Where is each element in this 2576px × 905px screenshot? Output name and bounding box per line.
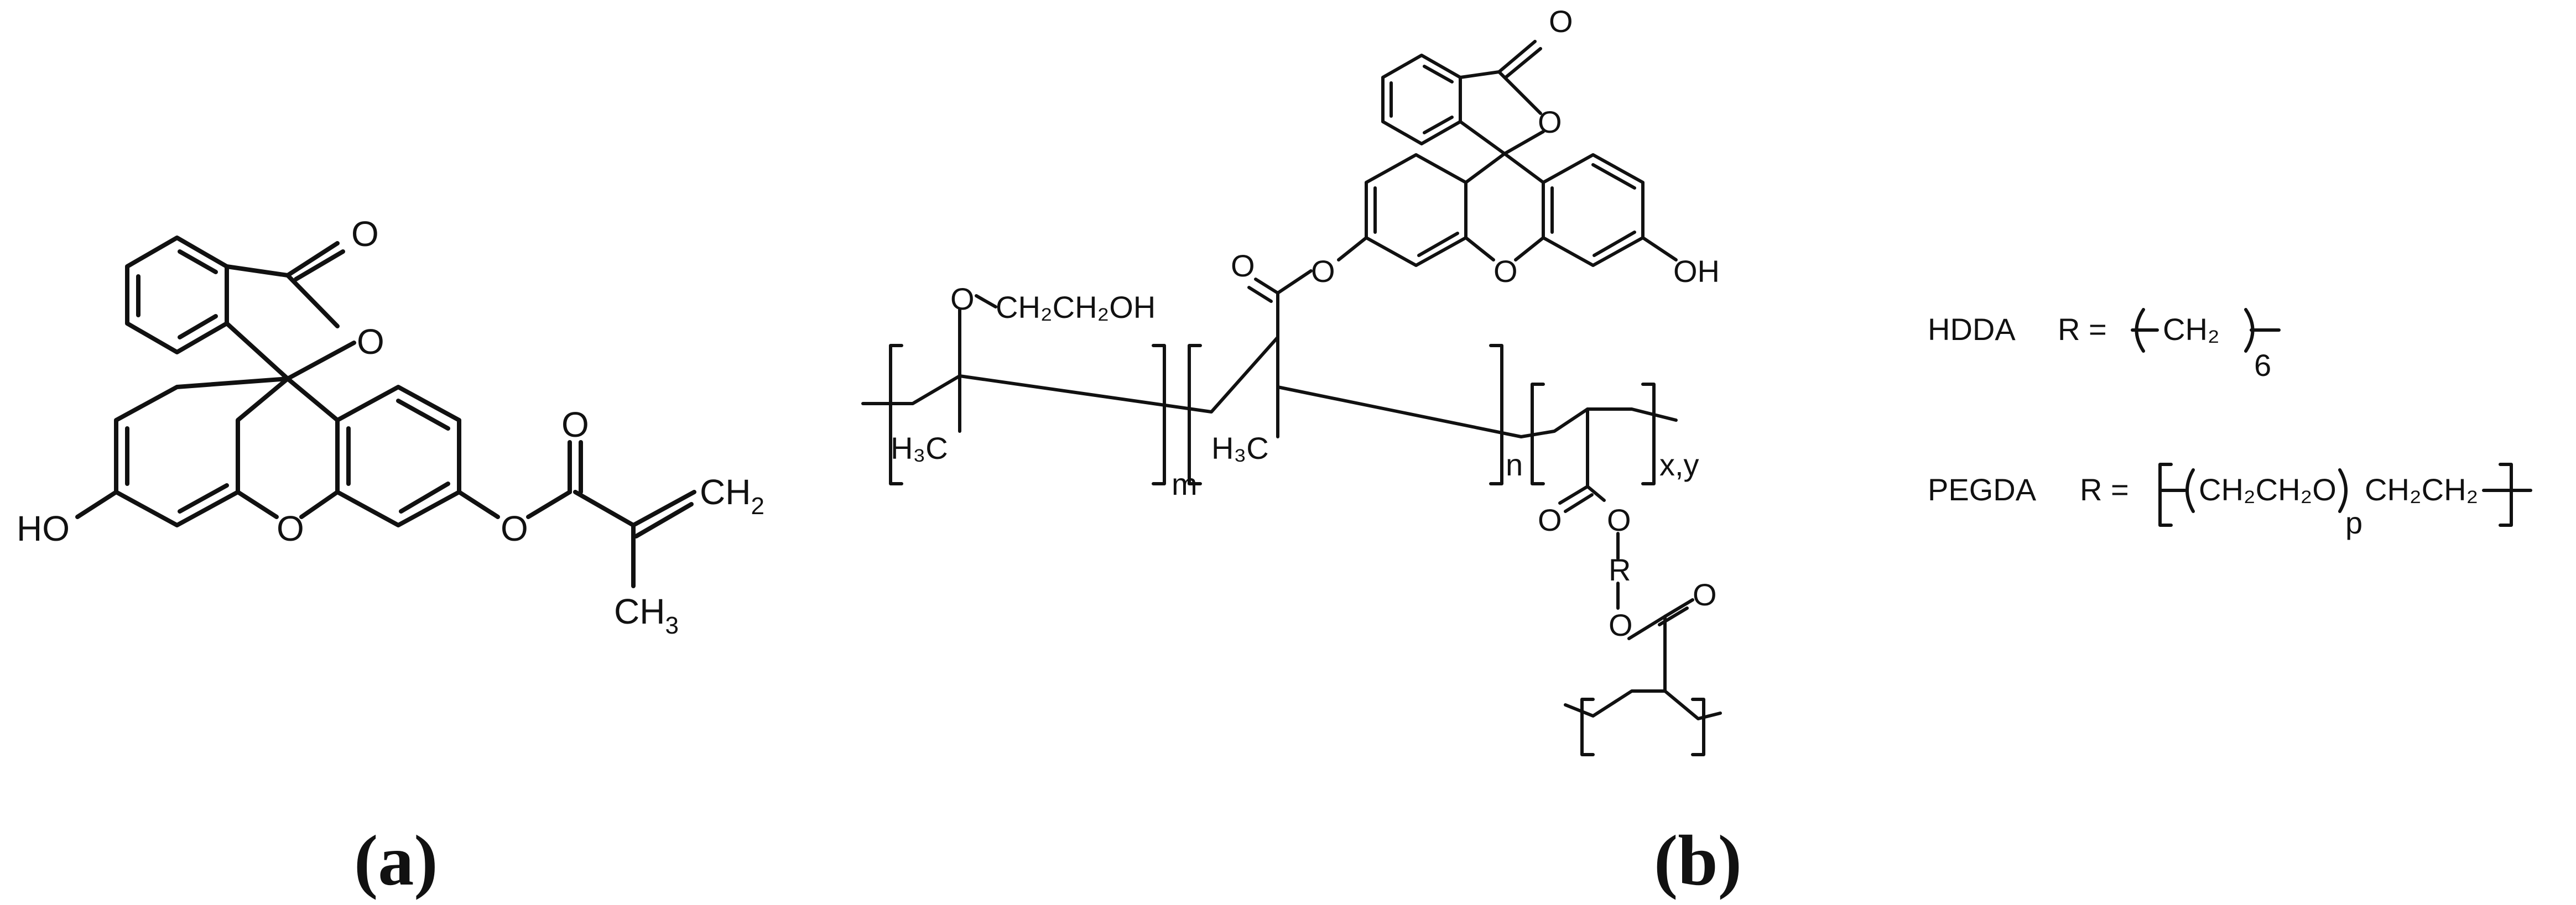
panel-b-lower-carbonyl-oxygen: O (1693, 577, 1717, 612)
pegda-tail: CH₂CH₂ (2365, 472, 2478, 507)
panel-b-fluorescein-unit (1337, 40, 1678, 267)
panel-b-bracket-m-left (889, 344, 903, 485)
panel-a-carbonyl-oxygen: O (351, 214, 379, 254)
panel-b-ester-oxygen: O (1311, 254, 1335, 289)
hdda-equals: R = (2058, 312, 2107, 347)
hdda-unit: CH₂ (2163, 312, 2220, 347)
pegda-count: p (2345, 505, 2362, 540)
panel-a-ring-oxygen: O (357, 322, 384, 362)
panel-b-lower-oxygen: O (1609, 608, 1633, 642)
panel-a-methylene-label: CH2 (700, 472, 764, 520)
panel-b-bracket-m-right (1152, 344, 1166, 485)
panel-b-ring-oxygen: O (1538, 104, 1562, 139)
panel-b-atom-labels: O O O OH O O O CH₂CH₂OH H₃C H₃C m n x,y … (891, 4, 1720, 642)
panel-b-methyl-mid: H₃C (1211, 431, 1269, 465)
pegda-bracket-right (2499, 463, 2513, 527)
panel-b-polymer-backbone (861, 269, 1722, 756)
panel-a-xanthene-oxygen: O (277, 509, 304, 548)
hdda-name: HDDA (1928, 312, 2016, 347)
panel-a-xanthene-left (114, 376, 290, 527)
panel-a-ester-carbonyl-oxygen: O (561, 405, 589, 444)
panel-b-bracket-n-right (1489, 344, 1503, 485)
panel-b-subscript-m: m (1172, 467, 1198, 501)
panel-b-subscript-xy: x,y (1659, 447, 1699, 482)
pegda-unit: CH₂CH₂O (2199, 472, 2336, 507)
panel-b-methyl-left: H₃C (891, 431, 948, 465)
panel-b-subscript-n: n (1506, 447, 1523, 482)
pegda-definition: PEGDA R = CH₂CH₂O p CH₂CH₂ (1928, 463, 2532, 540)
panel-a-ester-oxygen: O (501, 509, 528, 548)
panel-b-hydroxyl-label: OH (1673, 254, 1720, 289)
panel-a-structure (75, 236, 696, 588)
panel-a-methyl-label: CH3 (614, 592, 679, 639)
pegda-bracket-left (2158, 463, 2173, 527)
pegda-name: PEGDA (1928, 472, 2037, 507)
panel-b-hema-chain: CH₂CH₂OH (996, 290, 1156, 325)
panel-b-carbonyl-oxygen: O (1549, 4, 1573, 39)
panel-b-caption: (b) (1654, 821, 1742, 901)
panel-a-hydroxyl-label: HO (17, 509, 70, 548)
hdda-count: 6 (2254, 348, 2271, 383)
panel-b-ester-carbonyl-oxygen: O (1231, 248, 1255, 283)
hdda-definition: HDDA R = CH₂ 6 (1928, 308, 2281, 383)
panel-b-hema-carbonyl-oxygen: O (950, 281, 975, 316)
panel-b-crosslink-carbonyl-oxygen: O (1538, 503, 1562, 537)
panel-a-atom-labels: O O O HO O O CH2 CH3 (17, 214, 764, 639)
panel-a-benzene-ring (125, 236, 229, 354)
panel-b-xanthene-oxygen: O (1493, 254, 1518, 289)
panel-b-r-group: R (1609, 552, 1631, 587)
pegda-equals: R = (2080, 472, 2129, 507)
panel-a-caption: (a) (354, 821, 438, 901)
panel-b-crosslink-oxygen: O (1607, 503, 1631, 537)
panel-b-bracket-n-left (1188, 344, 1202, 485)
